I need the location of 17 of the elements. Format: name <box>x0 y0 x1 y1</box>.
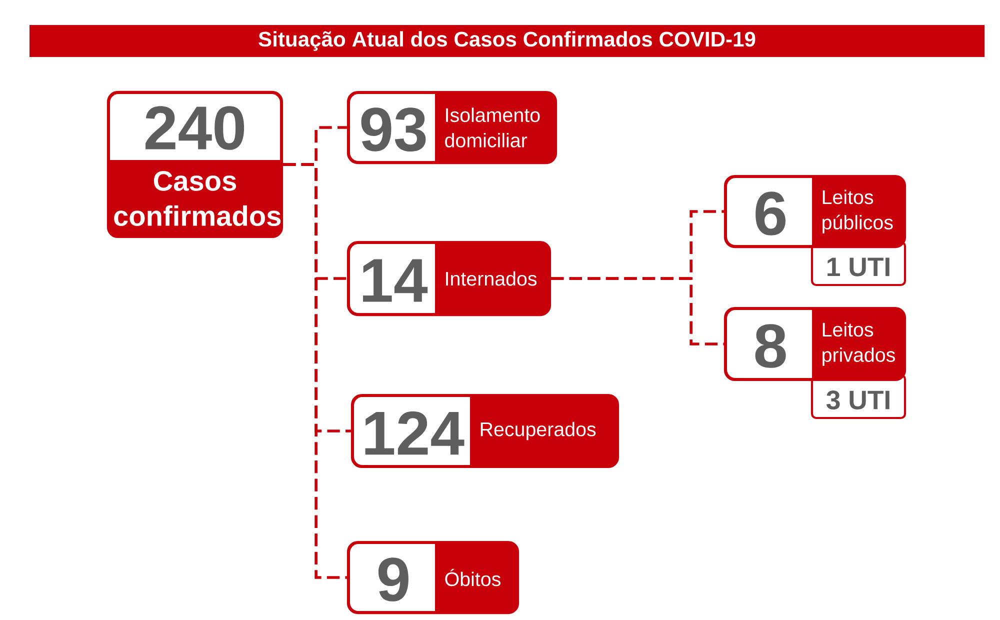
count-number: 9 <box>378 558 408 602</box>
dashed-connector <box>283 163 347 579</box>
count-number: 93 <box>361 108 426 152</box>
card-label: Leitos públicos <box>822 190 893 234</box>
count-number: 124 <box>365 411 464 455</box>
count-number: 6 <box>756 192 786 236</box>
card-label: Isolamento domiciliar <box>445 108 540 148</box>
card-label: Leitos privados <box>822 322 895 366</box>
title-banner: Situação Atual dos Casos Confirmados COVID-19 <box>30 25 985 57</box>
card-label: Internados <box>446 271 537 286</box>
count-number: 240 <box>146 106 244 150</box>
card-label: Casos confirmados <box>114 171 281 226</box>
count-number: 8 <box>755 324 786 368</box>
count-number: 14 <box>363 259 428 302</box>
card-label: Óbitos <box>445 568 500 586</box>
card-label: Recuperados <box>480 422 596 440</box>
dashed-connector <box>551 277 724 346</box>
